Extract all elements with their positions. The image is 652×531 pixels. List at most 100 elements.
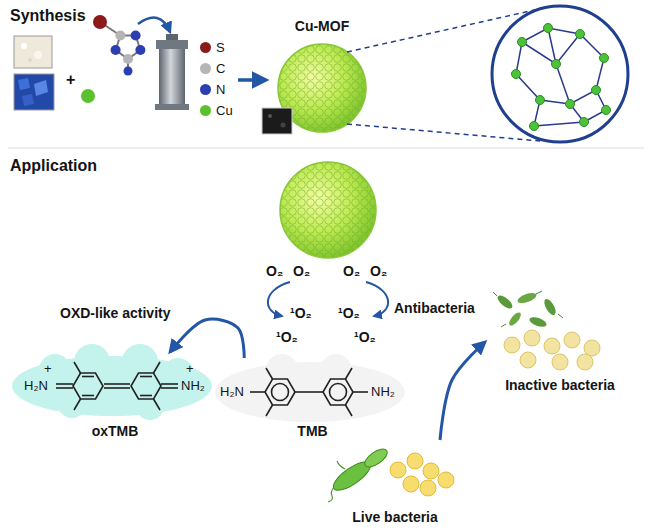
node-label: TMB [297, 423, 327, 440]
precursor-molecule [93, 15, 107, 29]
mof-product: Cu-MOF [270, 18, 374, 136]
oxtmb-structure [56, 383, 73, 385]
node-label: Cu-MOF [295, 18, 349, 35]
inactive-bacteria [493, 291, 600, 370]
node-label: Inactive bacteria [505, 377, 615, 394]
tmb-structure [330, 384, 347, 401]
copper-atom [81, 89, 95, 103]
oxygen-arrow [268, 282, 290, 316]
oxygen-label: O₂ [370, 263, 387, 280]
framework-zoom [552, 60, 561, 69]
oxtmb-structure [140, 376, 152, 378]
charge-sign: + [44, 361, 52, 377]
tmb-structure [346, 368, 353, 379]
molecule-cloud [215, 362, 405, 422]
crystal-photo [22, 94, 34, 106]
inactive-bacteria [516, 291, 538, 305]
live-bacteria [362, 446, 390, 471]
oxtmb-structure [74, 362, 81, 373]
oxtmb-structure [56, 387, 73, 389]
inactive-bacteria [524, 330, 540, 346]
oxtmb-structure [140, 395, 152, 397]
amine-label: NH₂ [181, 378, 205, 394]
crystal-photo [14, 74, 54, 110]
tmb-structure [266, 368, 273, 379]
live-bacteria [390, 462, 406, 478]
live-bacteria [423, 463, 439, 479]
bacteria-node: Inactive bacteria [485, 290, 635, 394]
section-heading: Synthesis [10, 6, 86, 25]
legend-label: S [216, 40, 225, 56]
legend-entry: N [200, 82, 225, 98]
legend-swatch [200, 105, 211, 116]
powder-photo [268, 114, 272, 118]
molecule-cloud [122, 344, 158, 380]
bacteria-node: Live bacteria [320, 440, 470, 526]
live-bacteria [328, 446, 454, 502]
amine-label: H₂N [24, 378, 48, 394]
precursor-molecule [111, 45, 121, 55]
oxtmb-structure [73, 373, 103, 399]
powder-photo [262, 108, 292, 134]
oxygen-arrow [268, 282, 388, 316]
precursor-molecule [131, 31, 141, 41]
node-label: oxTMB [92, 423, 139, 440]
mof-sphere [280, 162, 376, 258]
live-bacteria [420, 480, 436, 496]
oxygen-label: O₂ [266, 263, 283, 280]
framework-zoom [580, 118, 589, 127]
oxtmb-structure [56, 362, 178, 410]
amine-label: H₂N [220, 384, 244, 400]
framework-zoom [576, 30, 585, 39]
zoom-leader [347, 124, 540, 141]
tmb-structure [250, 368, 368, 416]
edge-label: OXD-like activity [58, 305, 173, 322]
mof-sphere [280, 162, 376, 258]
oxygen-label: O₂ [293, 263, 310, 280]
flow-arrow [440, 342, 485, 440]
inactive-bacteria [542, 297, 558, 317]
synthesis-arrow [238, 78, 266, 82]
inactive-bacteria [577, 354, 593, 370]
tmb-structure [323, 379, 353, 405]
powder-photo [262, 108, 292, 134]
singlet-oxygen-label: ¹O₂ [338, 305, 360, 322]
synthesis-arrow [138, 18, 266, 80]
oxtmb-structure [131, 373, 161, 399]
molecule-cloud [58, 390, 86, 418]
crystal-photo [18, 78, 30, 90]
node-label: Live bacteria [352, 509, 438, 526]
tmb-structure [353, 391, 368, 393]
oxtmb-structure [104, 383, 130, 385]
framework-zoom [492, 6, 628, 142]
inactive-bacteria [544, 338, 560, 354]
tmb-structure [272, 384, 289, 401]
framework-zoom [592, 86, 601, 95]
edge-label: Antibacteria [392, 300, 477, 317]
legend-entry: C [200, 61, 225, 77]
tmb-structure [250, 391, 265, 393]
oxygen-arrow [366, 282, 388, 316]
powder-photo [21, 43, 27, 49]
section-heading: Application [10, 156, 97, 175]
plus-sign: + [66, 70, 75, 89]
inactive-bacteria [493, 291, 563, 327]
singlet-oxygen-label: ¹O₂ [290, 305, 312, 322]
precursor-molecule [115, 31, 125, 41]
oxtmb-structure [161, 383, 178, 385]
powder-photo [34, 51, 42, 59]
crystal-photo [34, 80, 48, 96]
framework-zoom [602, 106, 611, 115]
molecule-cloud [12, 344, 405, 422]
legend-label: N [216, 82, 225, 98]
oxtmb-structure [82, 395, 94, 397]
framework-zoom [530, 122, 539, 131]
oxtmb-structure [161, 387, 178, 389]
legend-label: C [216, 61, 225, 77]
precursor-molecule [124, 67, 133, 76]
framework-zoom [536, 96, 545, 105]
